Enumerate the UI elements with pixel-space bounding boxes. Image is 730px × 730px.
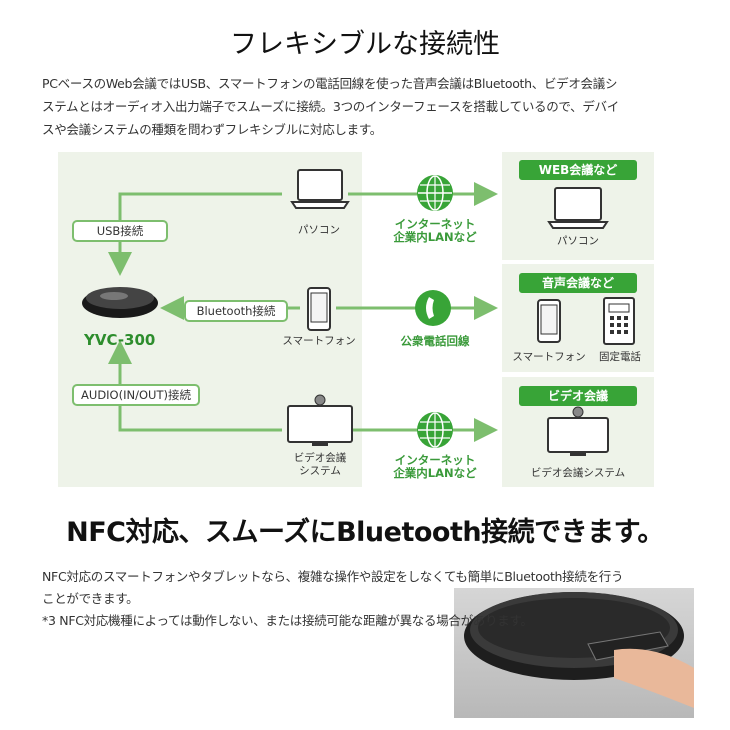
audio-panel-smartphone-label: スマートフォン <box>512 351 586 363</box>
video-system-label: ビデオ会議 システム <box>280 452 360 478</box>
video-panel-system-label: ビデオ会議システム <box>530 467 626 479</box>
video-system-label-line: システム <box>299 465 341 477</box>
audio-panel-landline-label: 固定電話 <box>599 351 641 363</box>
nfc-photo <box>454 588 694 718</box>
audio-connection-label: AUDIO(IN/OUT)接続 <box>72 384 200 406</box>
globe-icon <box>417 412 453 448</box>
video-conference-title: ビデオ会議 <box>519 386 637 406</box>
web-panel-pc-label: パソコン <box>557 235 599 247</box>
bluetooth-connection-label: Bluetooth接続 <box>184 300 288 322</box>
internet-label-line: インターネット <box>394 217 476 231</box>
pc-label: パソコン <box>298 224 340 236</box>
nfc-speakerphone-image <box>464 592 694 708</box>
video-system-label-line: ビデオ会議 <box>293 452 347 464</box>
device-name: YVC-300 <box>84 331 156 349</box>
web-conference-title: WEB会議など <box>519 160 637 180</box>
description-line: PCベースのWeb会議ではUSB、スマートフォンの電話回線を使った音声会議はBl… <box>42 76 618 91</box>
globe-icon <box>417 175 453 211</box>
section-title-nfc: NFC対応、スムーズにBluetooth接続できます。 <box>66 517 664 548</box>
nfc-footnote: *3 NFC対応機種によっては動作しない、または接続可能な距離が異なる場合があり… <box>42 613 533 628</box>
smartphone-label: スマートフォン <box>282 335 356 347</box>
section-title-flexible: フレキシブルな接続性 <box>230 29 500 60</box>
description-line: スや会議システムの種類を問わずフレキシブルに対応します。 <box>42 122 382 137</box>
internet-label-line: 企業内LANなど <box>393 230 477 244</box>
phone-handset-icon <box>415 290 451 326</box>
description-line: ステムとはオーディオ入出力端子でスムーズに接続。3つのインターフェースを搭載して… <box>42 99 619 114</box>
audio-conference-title: 音声会議など <box>519 273 637 293</box>
section-description: PCベースのWeb会議ではUSB、スマートフォンの電話回線を使った音声会議はBl… <box>42 72 692 141</box>
internet-label-line: 企業内LANなど <box>393 466 477 480</box>
nfc-description-line: NFC対応のスマートフォンやタブレットなら、複雑な操作や設定をしなくても簡単にB… <box>42 569 624 584</box>
internet-label: インターネット 企業内LANなど <box>380 218 490 244</box>
phone-line-label: 公衆電話回線 <box>400 334 470 348</box>
internet-label: インターネット 企業内LANなど <box>380 454 490 480</box>
internet-label-line: インターネット <box>394 453 476 467</box>
usb-connection-label: USB接続 <box>72 220 168 242</box>
nfc-description-line: ことができます。 <box>42 591 139 606</box>
nfc-description: NFC対応のスマートフォンやタブレットなら、複雑な操作や設定をしなくても簡単にB… <box>42 566 722 632</box>
video-conference-panel: ビデオ会議 <box>502 377 654 487</box>
